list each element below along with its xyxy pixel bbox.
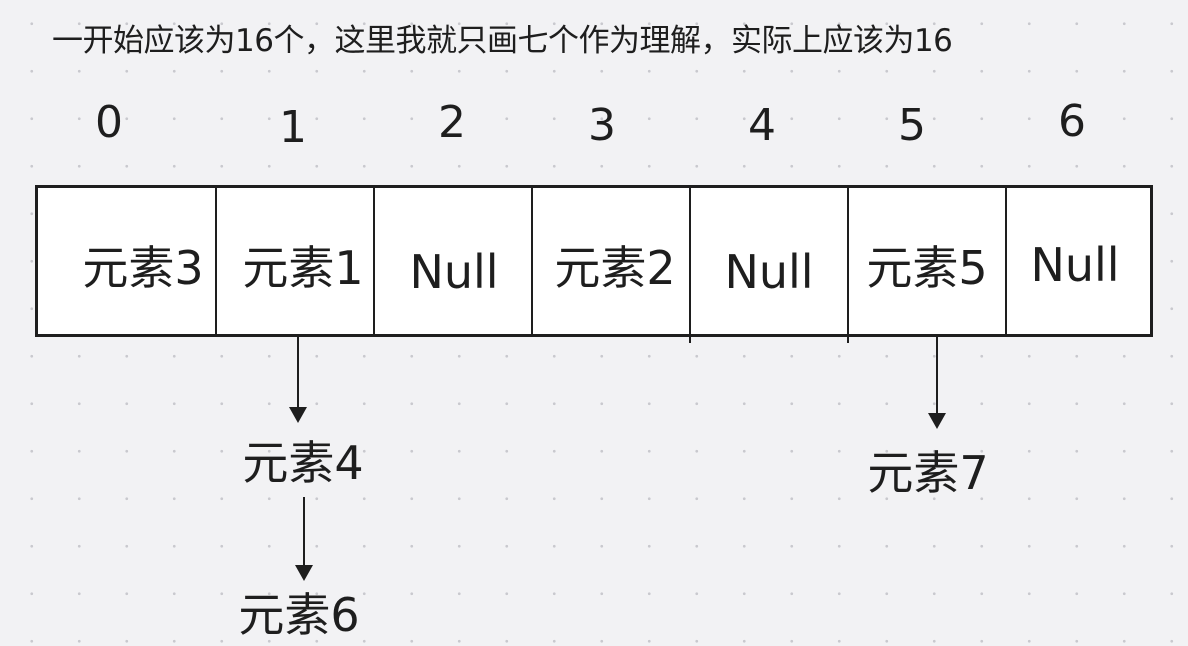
- cell-divider: [847, 185, 849, 343]
- chain-node-element-4: 元素4: [242, 436, 364, 490]
- bucket-array: 元素3 元素1 Null 元素2 Null 元素5 Null: [35, 185, 1153, 343]
- bucket-cell-3: 元素2: [554, 241, 676, 295]
- bucket-index-4: 4: [748, 100, 776, 151]
- chain-node-element-7: 元素7: [867, 446, 989, 500]
- bucket-cell-2: Null: [409, 245, 499, 299]
- bucket-index-5: 5: [898, 100, 926, 151]
- bucket-cell-6: Null: [1030, 238, 1120, 292]
- bucket-cell-4: Null: [724, 245, 814, 299]
- cell-divider: [373, 185, 375, 337]
- cell-divider: [689, 185, 691, 343]
- bucket-index-1: 1: [279, 102, 307, 153]
- arrow-head-5-to-7: [928, 413, 946, 429]
- bucket-cell-5: 元素5: [866, 241, 988, 295]
- cell-divider: [531, 185, 533, 337]
- diagram-caption: 一开始应该为16个，这里我就只画七个作为理解，实际上应该为16: [52, 23, 953, 59]
- chain-node-element-6: 元素6: [238, 588, 360, 642]
- cell-divider: [215, 185, 217, 337]
- arrow-head-4-to-6: [295, 565, 313, 581]
- bucket-cell-1: 元素1: [242, 241, 364, 295]
- arrow-head-1-to-4: [289, 407, 307, 423]
- bucket-index-3: 3: [588, 100, 616, 151]
- bucket-index-0: 0: [95, 97, 123, 148]
- cell-divider: [1005, 185, 1007, 337]
- bucket-cell-0: 元素3: [82, 241, 204, 295]
- bucket-index-6: 6: [1058, 96, 1086, 147]
- bucket-index-2: 2: [438, 97, 466, 148]
